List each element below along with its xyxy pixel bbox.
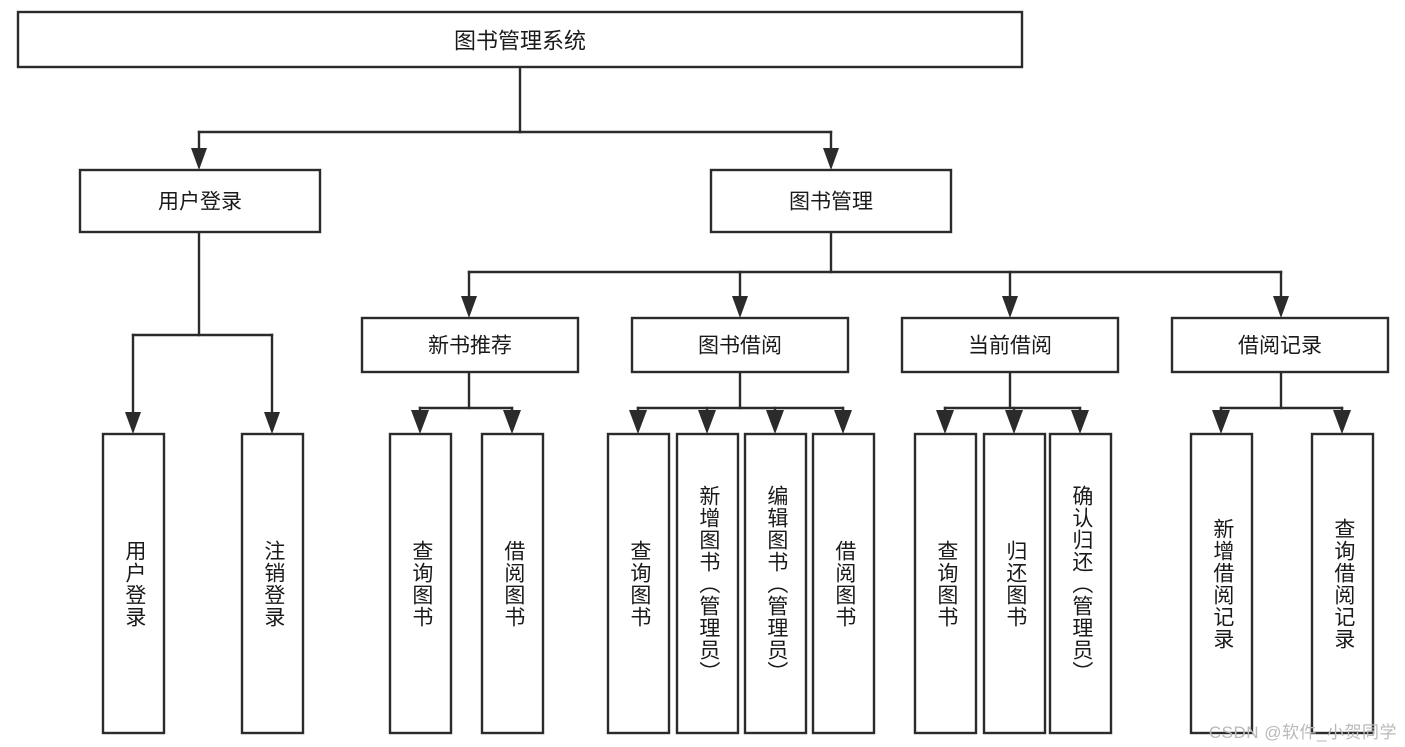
- leaf-box-add-borrow-record[interactable]: [1189, 432, 1254, 735]
- leaf-box-user-login[interactable]: [101, 432, 166, 735]
- arrow-head-icon: [629, 410, 647, 434]
- arrow-head-icon: [1273, 296, 1289, 318]
- arrow-head-icon: [1002, 296, 1018, 318]
- arrow-head-icon: [936, 410, 954, 434]
- arrow-head-icon: [264, 412, 280, 434]
- arrow-head-icon: [1005, 410, 1023, 434]
- leaf-box-query-borrow-record[interactable]: [1310, 432, 1375, 735]
- arrow-head-icon: [461, 296, 477, 318]
- node-new-book-recommend[interactable]: 新书推荐: [360, 316, 580, 374]
- connector-userlogin-to-leaves: [125, 230, 280, 434]
- arrow-head-icon: [732, 296, 748, 318]
- node-box-rect: [630, 316, 850, 374]
- node-box-rect: [360, 316, 580, 374]
- arrow-head-icon: [125, 412, 141, 434]
- node-label-book-borrow: 图书借阅: [698, 335, 782, 358]
- node-label-current-borrow: 当前借阅: [968, 335, 1052, 358]
- node-label-new-book-recommend: 新书推荐: [428, 335, 512, 358]
- arrow-head-icon: [766, 410, 784, 434]
- connector-bookmgmt-to-level3: [461, 230, 1289, 318]
- node-user-login[interactable]: 用户登录: [78, 168, 322, 234]
- leaf-box-query-book-1[interactable]: [388, 432, 453, 735]
- node-box-rect: [709, 168, 953, 234]
- node-root-system[interactable]: 图书管理系统: [16, 10, 1024, 69]
- leaf-box-logout[interactable]: [240, 432, 305, 735]
- node-borrow-record[interactable]: 借阅记录: [1170, 316, 1390, 374]
- arrow-head-icon: [1333, 410, 1351, 434]
- node-book-management[interactable]: 图书管理: [709, 168, 953, 234]
- node-label-user-login: 用户登录: [158, 191, 242, 214]
- node-box-rect: [16, 10, 1024, 69]
- node-box-rect: [78, 168, 322, 234]
- node-current-borrow[interactable]: 当前借阅: [900, 316, 1120, 374]
- node-book-borrow[interactable]: 图书借阅: [630, 316, 850, 374]
- connector-currentborrow-to-leaves: [936, 370, 1089, 434]
- node-label-root: 图书管理系统: [454, 29, 586, 54]
- leaf-box-edit-book-admin[interactable]: [743, 432, 808, 735]
- leaf-box-query-book-2[interactable]: [606, 432, 671, 735]
- connector-newbook-to-leaves: [411, 370, 521, 434]
- leaf-box-confirm-return-admin[interactable]: [1048, 432, 1113, 735]
- leaf-box-borrow-book-1[interactable]: [480, 432, 545, 735]
- node-box-rect: [900, 316, 1120, 374]
- watermark-text: CSDN @软件_小贺同学: [1208, 723, 1397, 742]
- arrow-head-icon: [411, 410, 429, 434]
- arrow-head-icon: [1071, 410, 1089, 434]
- leaf-box-borrow-book-2[interactable]: [811, 432, 876, 735]
- connector-root-to-level2: [191, 65, 839, 170]
- connector-bookborrow-to-leaves: [629, 370, 852, 434]
- leaf-box-return-book[interactable]: [982, 432, 1047, 735]
- leaf-box-add-book-admin[interactable]: [675, 432, 740, 735]
- leaf-box-query-book-3[interactable]: [913, 432, 978, 735]
- arrow-head-icon: [834, 410, 852, 434]
- arrow-head-icon: [1212, 410, 1230, 434]
- arrow-head-icon: [823, 148, 839, 170]
- node-label-book-management: 图书管理: [789, 191, 873, 214]
- connector-borrowrecord-to-leaves: [1212, 370, 1351, 434]
- arrow-head-icon: [503, 410, 521, 434]
- node-box-rect: [1170, 316, 1390, 374]
- arrow-head-icon: [698, 410, 716, 434]
- node-label-borrow-record: 借阅记录: [1238, 335, 1322, 358]
- arrow-head-icon: [191, 148, 207, 170]
